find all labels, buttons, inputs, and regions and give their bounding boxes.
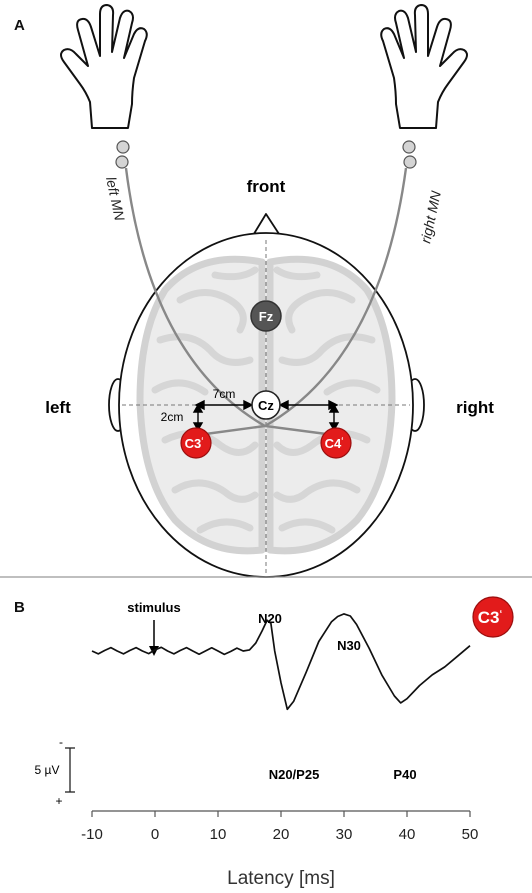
x-tick-label: -10 — [81, 826, 103, 843]
distance-7cm-label: 7cm — [213, 387, 236, 401]
panel-a-label: A — [14, 17, 25, 34]
right-nerve-label: right MN — [417, 189, 444, 245]
electrode-cz-label: Cz — [258, 398, 274, 413]
peak-p40-label: P40 — [393, 767, 416, 782]
scale-bar-label: 5 µV — [35, 763, 60, 777]
electrode-cz: Cz — [251, 390, 281, 420]
x-tick-label: 40 — [399, 826, 416, 843]
x-tick-label: 10 — [210, 826, 227, 843]
electrode-c3prime-label: C3‘ — [185, 436, 204, 451]
left-hand-icon — [60, 4, 148, 129]
voltage-scale-bar — [65, 747, 75, 793]
x-axis-title: Latency [ms] — [227, 868, 335, 889]
median-nerve-paths — [124, 167, 408, 437]
peak-n20-label: N20 — [258, 611, 282, 626]
electrode-badge-label: C3‘ — [478, 608, 503, 627]
x-tick-label: 30 — [336, 826, 353, 843]
electrode-fz-label: Fz — [259, 309, 274, 324]
electrode-c3prime: C3‘ — [180, 427, 212, 459]
x-axis-ticks: -10 0 10 20 30 40 50 — [81, 811, 478, 843]
sep-waveform-line — [91, 613, 471, 711]
x-tick-label: 0 — [151, 826, 159, 843]
electrode-c4prime: C4‘ — [320, 427, 352, 459]
x-tick-label: 50 — [462, 826, 479, 843]
x-tick-label: 20 — [273, 826, 290, 843]
peak-n20p25-label: N20/P25 — [269, 767, 320, 782]
polarity-positive-label-shown: + — [55, 794, 62, 808]
front-label: front — [247, 177, 286, 196]
right-stimulation-electrodes — [402, 140, 417, 169]
dimension-arrows — [192, 399, 340, 432]
right-label: right — [456, 398, 494, 417]
electrode-c4prime-label: C4‘ — [325, 436, 344, 451]
left-label: left — [45, 398, 71, 417]
electrode-fz: Fz — [250, 300, 282, 332]
right-hand-icon — [380, 4, 468, 129]
stimulus-label: stimulus — [127, 600, 180, 615]
electrode-badge-c3prime: C3‘ — [472, 596, 514, 638]
left-stimulation-electrodes — [115, 140, 130, 169]
distance-2cm-label: 2cm — [161, 410, 184, 424]
left-nerve-label: left MN — [103, 175, 128, 223]
polarity-negative-label: - — [59, 735, 63, 749]
peak-n30-label: N30 — [337, 638, 361, 653]
panel-b-label: B — [14, 599, 25, 616]
